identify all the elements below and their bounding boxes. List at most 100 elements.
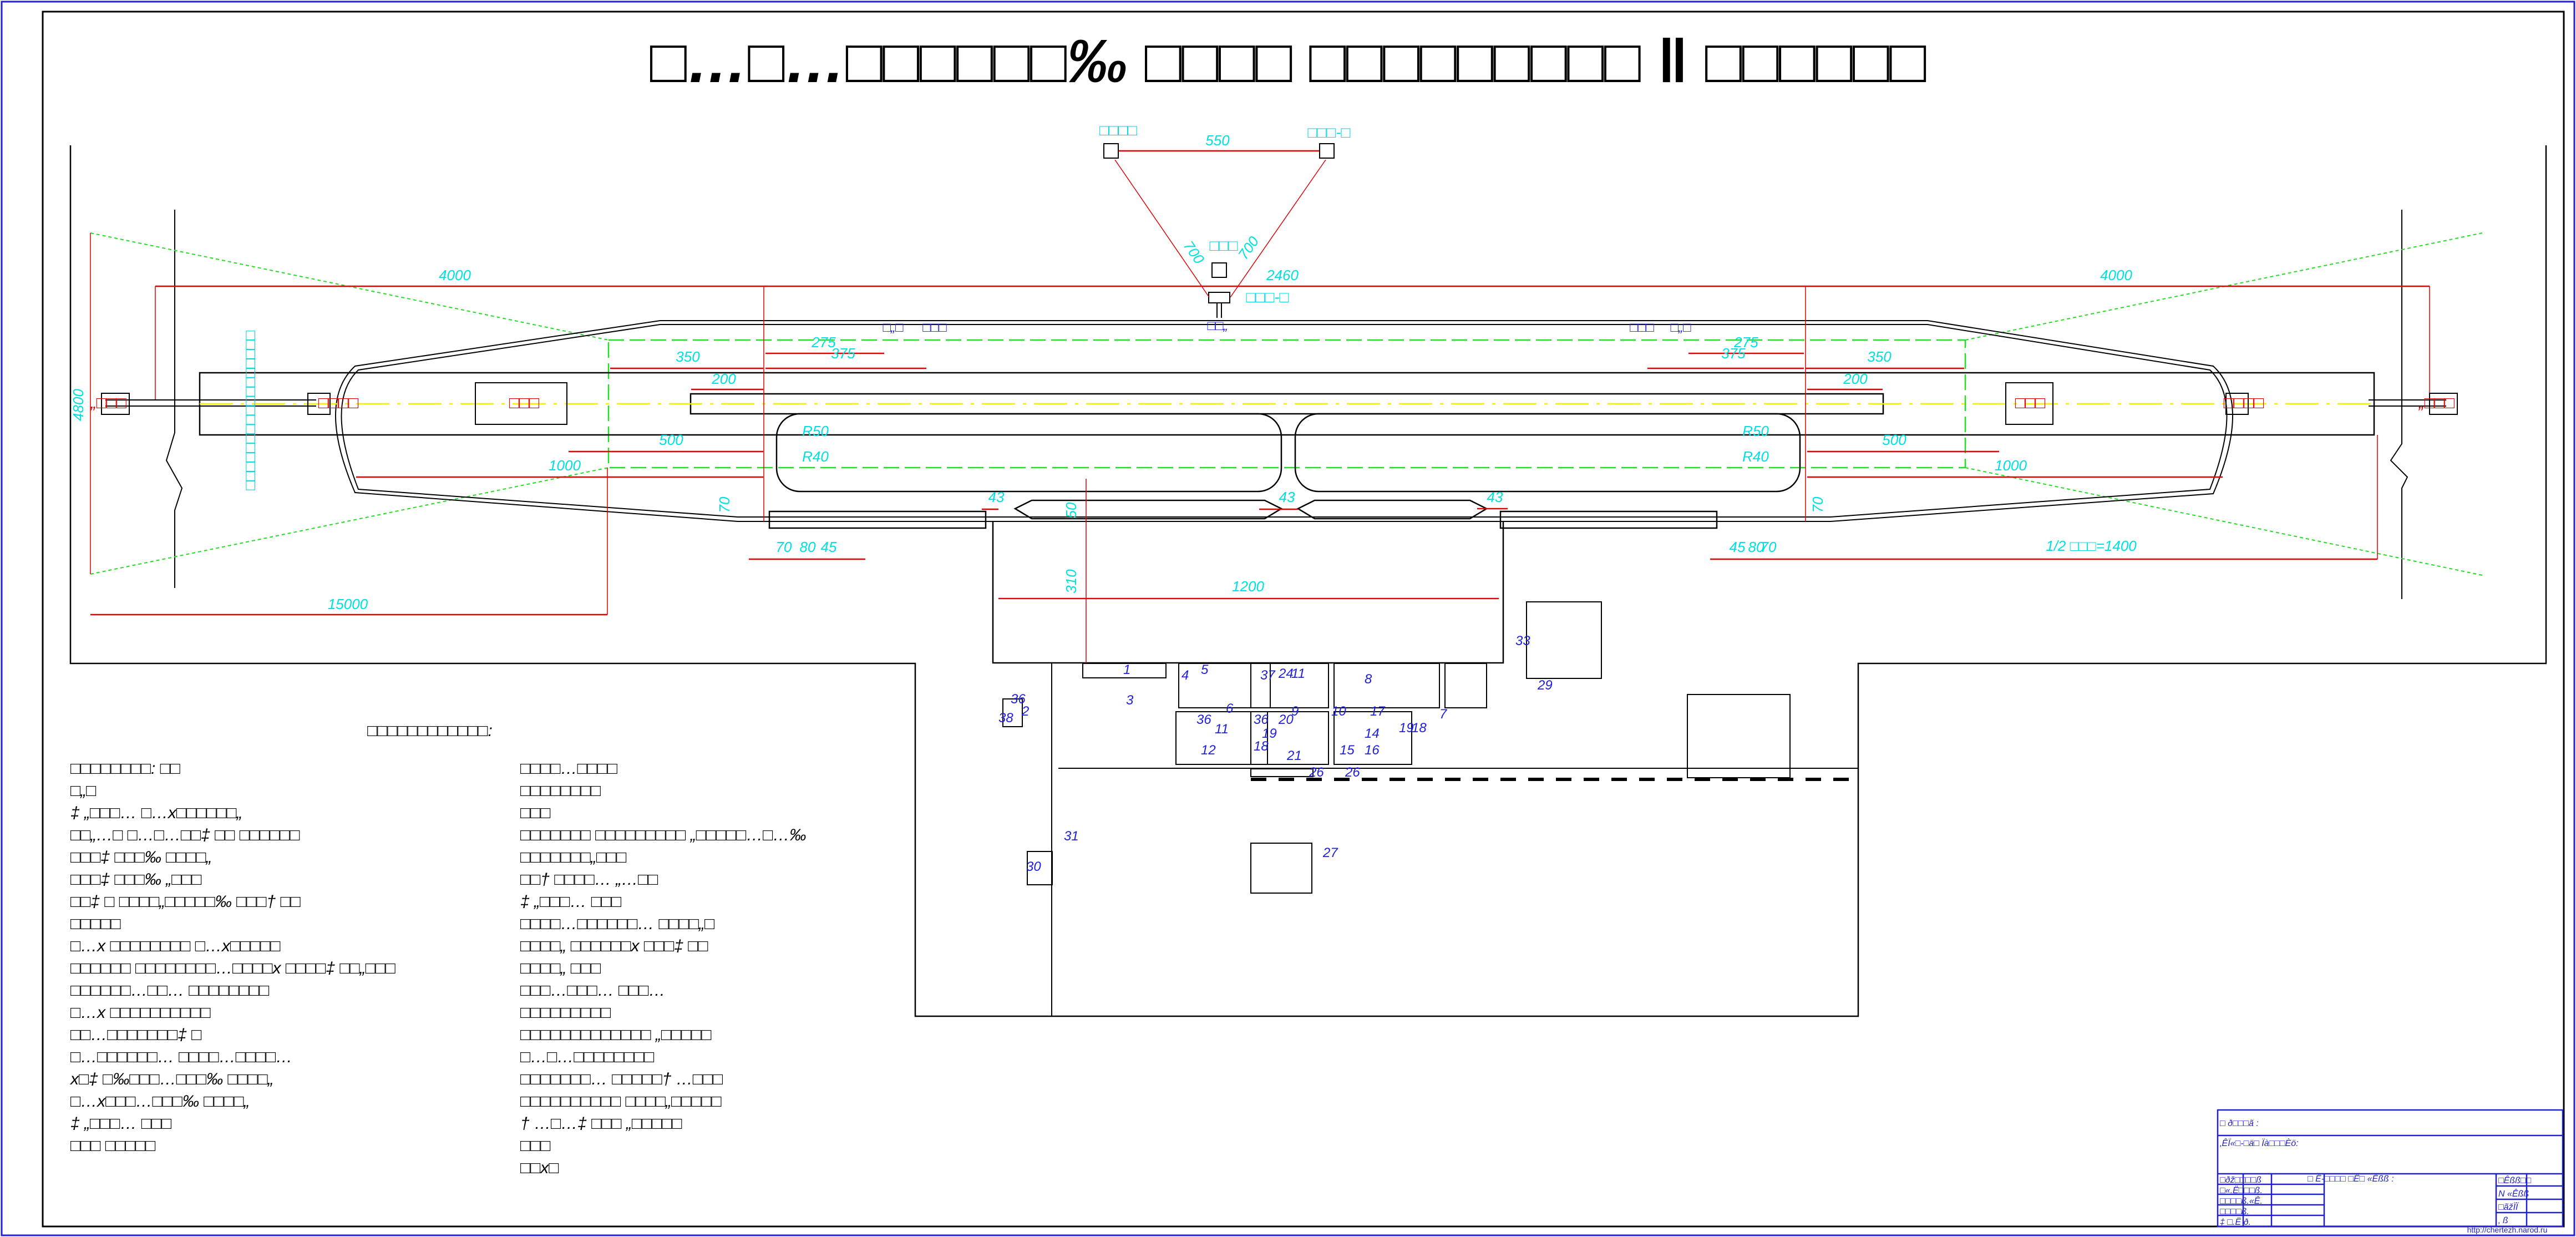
svg-text:15000: 15000: [328, 596, 368, 612]
building-number: 36: [1196, 712, 1211, 727]
building-number: 3: [1126, 693, 1134, 708]
note-line: † …□…‡ □□□ „□□□□□: [520, 1114, 682, 1133]
svg-text:□□□-□: □□□-□: [1308, 124, 1351, 141]
building-number: 36: [1011, 692, 1026, 707]
svg-text:43: 43: [1279, 489, 1295, 505]
radar-base-box: [1208, 292, 1230, 303]
svg-text:□□□□: □□□□: [1099, 121, 1137, 139]
near-marker-right-box: [2225, 393, 2249, 415]
building-number: 24: [1278, 666, 1294, 681]
svg-text:43: 43: [988, 489, 1005, 505]
note-line: □„□: [70, 782, 97, 800]
note-line: □□□□□□□□□: [520, 1003, 611, 1022]
svg-text:80: 80: [800, 539, 816, 555]
title-block-label: □ãžÏÏ: [2498, 1202, 2519, 1212]
ils-left-box: [475, 382, 567, 425]
building-number: 5: [1201, 662, 1209, 677]
note-line: □□□□□□□□: □□: [70, 759, 181, 778]
drawing-title: □…□…□□□□□□‰ □□□□ □□□□□□□□□ ‖ □□□□□□: [650, 27, 1926, 95]
building-number: 14: [1365, 726, 1380, 741]
note-line: □□□□□□□… □□□□□† …□□□: [520, 1070, 723, 1088]
svg-text:350: 350: [676, 348, 700, 365]
building-number: 11: [1291, 666, 1305, 681]
building-number: 18: [1412, 721, 1427, 736]
dimension-lines: [90, 233, 2430, 663]
title-block-label: □ðž□□□□ß: [2220, 1175, 2261, 1185]
svg-text:70: 70: [716, 496, 733, 513]
note-line: □□□‡ □□□‰ „□□□: [70, 870, 202, 889]
svg-text:□„□: □„□: [1671, 320, 1691, 335]
radar-right-box: [1319, 143, 1335, 159]
svg-text:700: 700: [1235, 233, 1262, 262]
building-number: 36: [1254, 712, 1269, 727]
note-line: ‡ „□□□… □□□: [520, 893, 622, 911]
svg-text:275: 275: [1733, 334, 1758, 351]
building-number: 27: [1322, 845, 1338, 860]
svg-text:http://chertezh.narod.ru: http://chertezh.narod.ru: [2467, 1225, 2548, 1234]
far-marker-right-box: [2429, 393, 2458, 415]
note-line: □…□□□□□□… □□□□…□□□□…: [70, 1048, 292, 1066]
svg-text:4800: 4800: [70, 389, 87, 421]
building-number: 8: [1365, 672, 1372, 687]
note-line: □□□: [520, 804, 551, 822]
buildings-area: [1002, 601, 1858, 1016]
svg-text:„□□□: „□□□: [90, 394, 127, 412]
building-number: 17: [1370, 704, 1386, 719]
building-number: 38: [998, 711, 1013, 726]
building-number: 9: [1291, 704, 1299, 719]
building-number: 10: [1331, 704, 1346, 719]
svg-text:R40: R40: [1742, 448, 1769, 465]
svg-text:4000: 4000: [439, 267, 471, 283]
svg-text:□□□□□□□□□□□□□□□□□: □□□□□□□□□□□□□□□□□: [241, 331, 258, 490]
svg-text:375: 375: [831, 345, 855, 362]
building-number: 18: [1254, 739, 1269, 754]
building-number: 4: [1181, 668, 1189, 683]
svg-text:□□□: □□□: [1630, 320, 1654, 335]
runway-objects: „□□□ □□□□ □□□ „□□□ □□□□ □□□ □„□ □□□ □□□ …: [90, 320, 2458, 490]
svg-text:2460: 2460: [1266, 267, 1299, 283]
svg-text:„□□□: „□□□: [2418, 394, 2455, 412]
perimeter-road: [335, 320, 2233, 522]
building-number: 29: [1537, 678, 1553, 693]
svg-text:375: 375: [1721, 345, 1746, 362]
svg-text:550: 550: [1205, 132, 1230, 149]
building-number: 12: [1201, 743, 1216, 758]
building-number: 26: [1345, 765, 1360, 780]
svg-text:70: 70: [1809, 496, 1826, 513]
svg-text:80: 80: [1748, 539, 1764, 555]
svg-text:700: 700: [1180, 237, 1208, 267]
note-line: □□□□□□□ □□□□□□□□□ „□□□□□…□…‰: [520, 826, 806, 844]
note-line: x□‡ □‰□□□…□□□‰ □□□□„: [69, 1070, 273, 1088]
title-block-label: ‚ ß: [2498, 1216, 2508, 1225]
svg-text:□„□: □„□: [883, 320, 904, 335]
airfield-boundary: [69, 145, 2547, 1017]
svg-text:1200: 1200: [1232, 578, 1264, 595]
svg-text:□□□□□□□□□□□□:: □□□□□□□□□□□□:: [367, 722, 493, 740]
building-number: 19: [1262, 726, 1277, 741]
svg-text:□□□: □□□: [922, 320, 947, 335]
svg-text:□□„: □□„: [1208, 318, 1228, 333]
note-line: □…x□□□…□□□‰ □□□□„: [70, 1092, 250, 1111]
title-block-label: □Êßß□□: [2498, 1175, 2532, 1185]
svg-text:□□□□: □□□□: [2224, 394, 2264, 412]
note-line: □□□□□□…□□… □□□□□□□□: [70, 981, 270, 1000]
svg-text:R50: R50: [1742, 423, 1769, 439]
title-block-label: N «Êßß: [2498, 1188, 2529, 1199]
svg-text:□□□: □□□: [509, 394, 540, 412]
note-line: ‡ „□□□… □…x□□□□□□„: [70, 804, 242, 822]
building-number: 21: [1286, 748, 1302, 763]
building-number: 31: [1064, 829, 1079, 844]
building-number: 2: [1021, 704, 1029, 719]
note-line: ‡ „□□□… □□□: [70, 1114, 172, 1133]
svg-text:200: 200: [1843, 371, 1868, 387]
svg-text:4000: 4000: [2100, 267, 2132, 283]
svg-text:1000: 1000: [1995, 457, 2027, 474]
note-line: □□□□□: [70, 915, 121, 933]
title-block-label: ‡ □.Ë ð.: [2220, 1217, 2251, 1227]
note-line: □□□□□□□„□□□: [520, 848, 627, 866]
svg-text:□ Ê-□□□□ □Ë□ «Êßß :: □ Ê-□□□□ □Ë□ «Êßß :: [2308, 1173, 2394, 1184]
building-number: 26: [1309, 765, 1324, 780]
note-line: □□…□□□□□□□‡ □: [70, 1026, 202, 1044]
runway: [105, 372, 2446, 436]
building-number: 11: [1215, 722, 1229, 737]
